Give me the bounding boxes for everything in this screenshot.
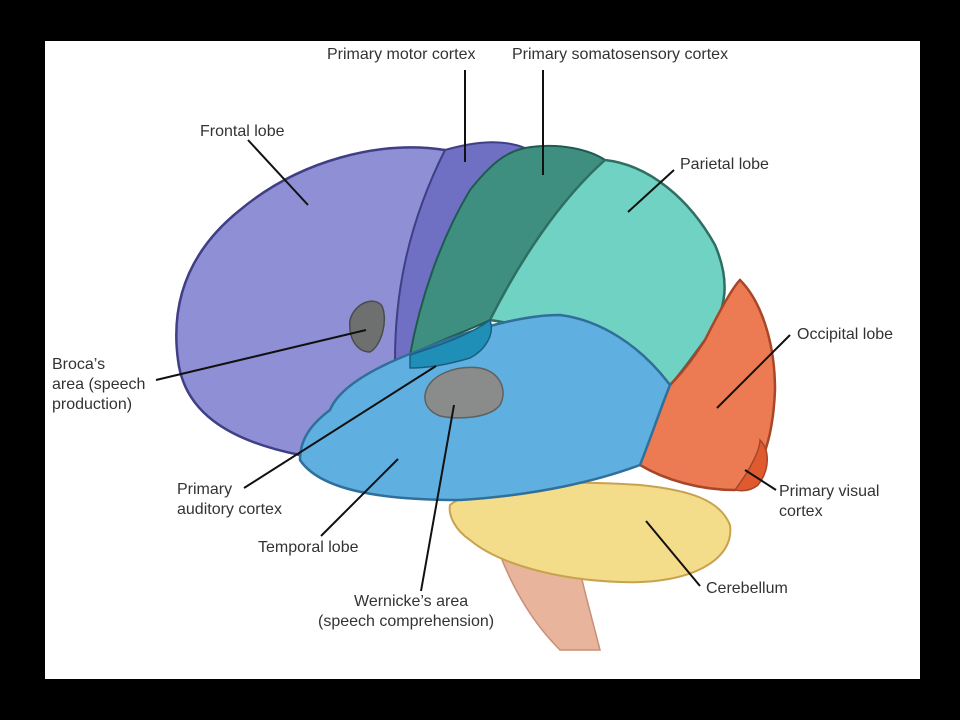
label-occipital-lobe: Occipital lobe: [797, 326, 894, 343]
label-primary-motor-cortex: Primary motor cortex: [327, 46, 476, 63]
leader-line-temporal-lobe: [320, 458, 399, 537]
wernickes-area: [424, 366, 504, 419]
leader-line-cerebellum: [645, 520, 701, 587]
leader-line-frontal-lobe: [247, 139, 309, 206]
label-primary-visual-cortex-line2: cortex: [779, 503, 823, 520]
leader-line-brocas-area: [155, 329, 367, 381]
label-temporal-lobe: Temporal lobe: [258, 539, 359, 556]
label-parietal-lobe: Parietal lobe: [680, 156, 769, 173]
label-brocas-area-line3: production): [52, 396, 133, 413]
leader-line-primary-visual-cortex: [744, 469, 777, 491]
leader-line-primary-auditory-cortex: [243, 365, 437, 489]
label-brocas-area-line2: area (speech: [52, 376, 146, 393]
label-wernickes-area-line2: (speech comprehension): [318, 613, 495, 630]
brocas-area: [349, 300, 386, 353]
leader-line-parietal-lobe: [627, 169, 675, 213]
label-wernickes-area-line1: Wernicke’s area: [354, 593, 469, 610]
label-primary-visual-cortex-line1: Primary visual: [779, 483, 880, 500]
label-cerebellum: Cerebellum: [706, 580, 788, 597]
leader-line-occipital-lobe: [716, 334, 791, 409]
label-primary-somatosensory-cortex: Primary somatosensory cortex: [512, 46, 729, 63]
label-brocas-area-line1: Broca’s: [52, 356, 106, 373]
label-primary-auditory-cortex-line1: Primary: [177, 481, 233, 498]
leader-line-wernickes-area: [420, 404, 455, 592]
label-frontal-lobe: Frontal lobe: [200, 123, 285, 140]
label-primary-auditory-cortex-line2: auditory cortex: [177, 501, 282, 518]
